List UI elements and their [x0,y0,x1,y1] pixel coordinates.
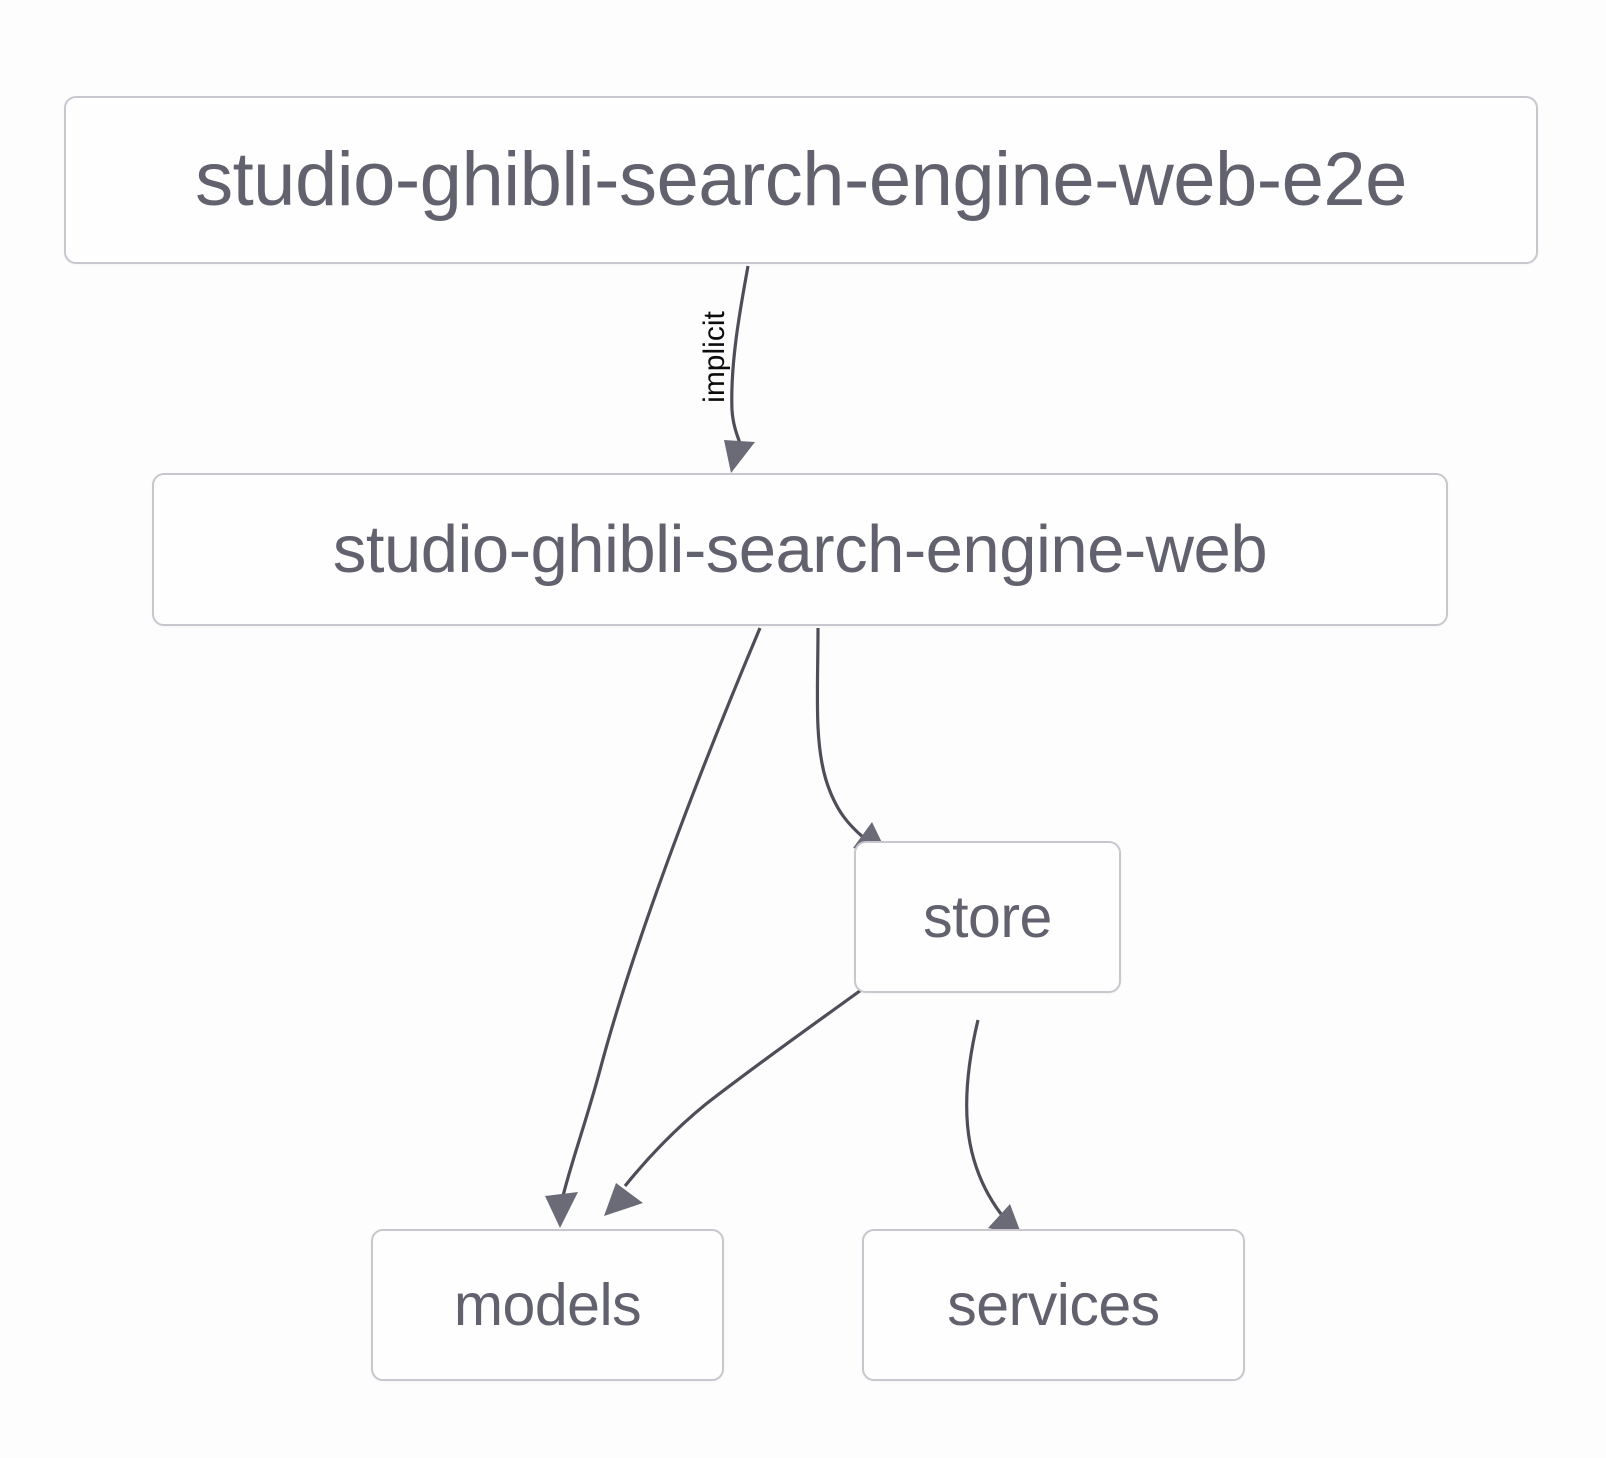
node-label: studio-ghibli-search-engine-web-e2e [195,137,1407,222]
node-store[interactable]: store [854,841,1121,993]
edge-store-to-services[interactable] [965,1019,1022,1236]
node-services[interactable]: services [862,1229,1245,1381]
node-label: store [923,883,1052,950]
edge-label-implicit: implicit [698,311,731,403]
edge-web-to-models[interactable] [545,627,762,1228]
edge-web-to-store[interactable] [815,627,888,855]
node-label: models [453,1271,642,1338]
node-studio-ghibli-search-engine-web-e2e[interactable]: studio-ghibli-search-engine-web-e2e [64,96,1538,264]
node-label: services [947,1271,1160,1338]
node-label: studio-ghibli-search-engine-web [332,512,1268,587]
node-models[interactable]: models [371,1229,724,1381]
node-studio-ghibli-search-engine-web[interactable]: studio-ghibli-search-engine-web [152,473,1448,626]
edge-store-to-models[interactable] [604,983,869,1216]
